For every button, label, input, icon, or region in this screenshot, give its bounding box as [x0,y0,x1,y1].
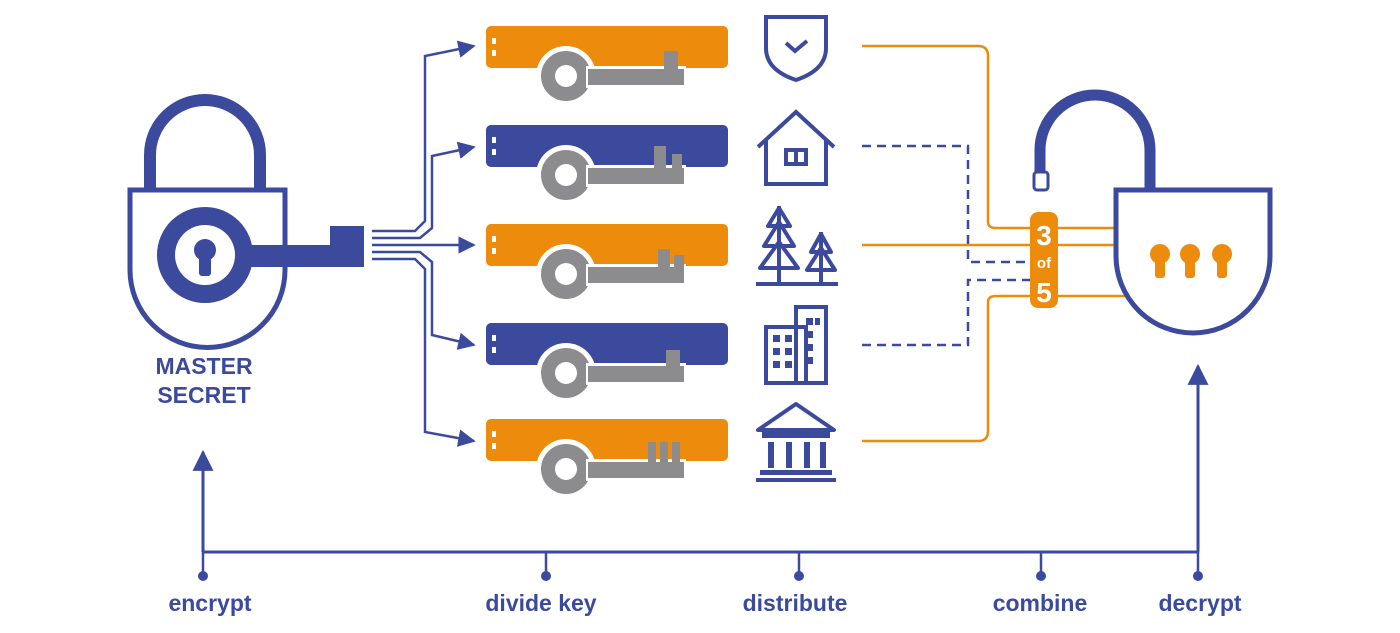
key-share-1 [486,26,728,106]
master-secret-label-line2: SECRET [157,382,250,408]
card-notch [492,149,496,155]
card-notch [492,137,496,143]
office-building-icon [764,305,828,385]
house-icon [756,109,836,186]
trees-icon [756,206,838,286]
key-share-2 [486,125,728,205]
key-icon [536,244,686,304]
card-notch [492,50,496,56]
key-card [486,419,728,461]
stage-decrypt: decrypt [1158,590,1241,616]
stage-divide-key: divide key [485,590,596,616]
key-share-5 [486,419,728,499]
card-notch [492,38,496,44]
key-card [486,224,728,266]
card-notch [492,347,496,353]
distribution-lines [862,44,1034,443]
card-notch [492,236,496,242]
timeline [192,363,1209,581]
master-secret-label-line1: MASTER [155,353,253,379]
key-shares [486,26,728,499]
key-card [486,26,728,68]
open-lock-icon [1032,89,1273,336]
stage-combine: combine [993,590,1088,616]
key-icon [536,439,686,499]
threshold-of: of [1037,255,1052,272]
key-icon [536,145,686,205]
stage-encrypt: encrypt [168,590,251,616]
bank-icon [756,402,836,482]
threshold-total: 5 [1036,277,1052,308]
shield-icon [764,15,828,83]
card-notch [492,248,496,254]
key-icon [536,343,686,403]
threshold-required: 3 [1036,220,1052,251]
card-notch [492,335,496,341]
threshold-badge: 3 of 5 [1030,212,1058,308]
split-wires [372,40,476,447]
key-icon [536,46,686,106]
card-notch [492,443,496,449]
key-share-3 [486,224,728,304]
stage-distribute: distribute [743,590,848,616]
key-card [486,125,728,167]
card-notch [492,431,496,437]
master-lock-icon [127,94,364,350]
key-share-4 [486,323,728,403]
key-card [486,323,728,365]
